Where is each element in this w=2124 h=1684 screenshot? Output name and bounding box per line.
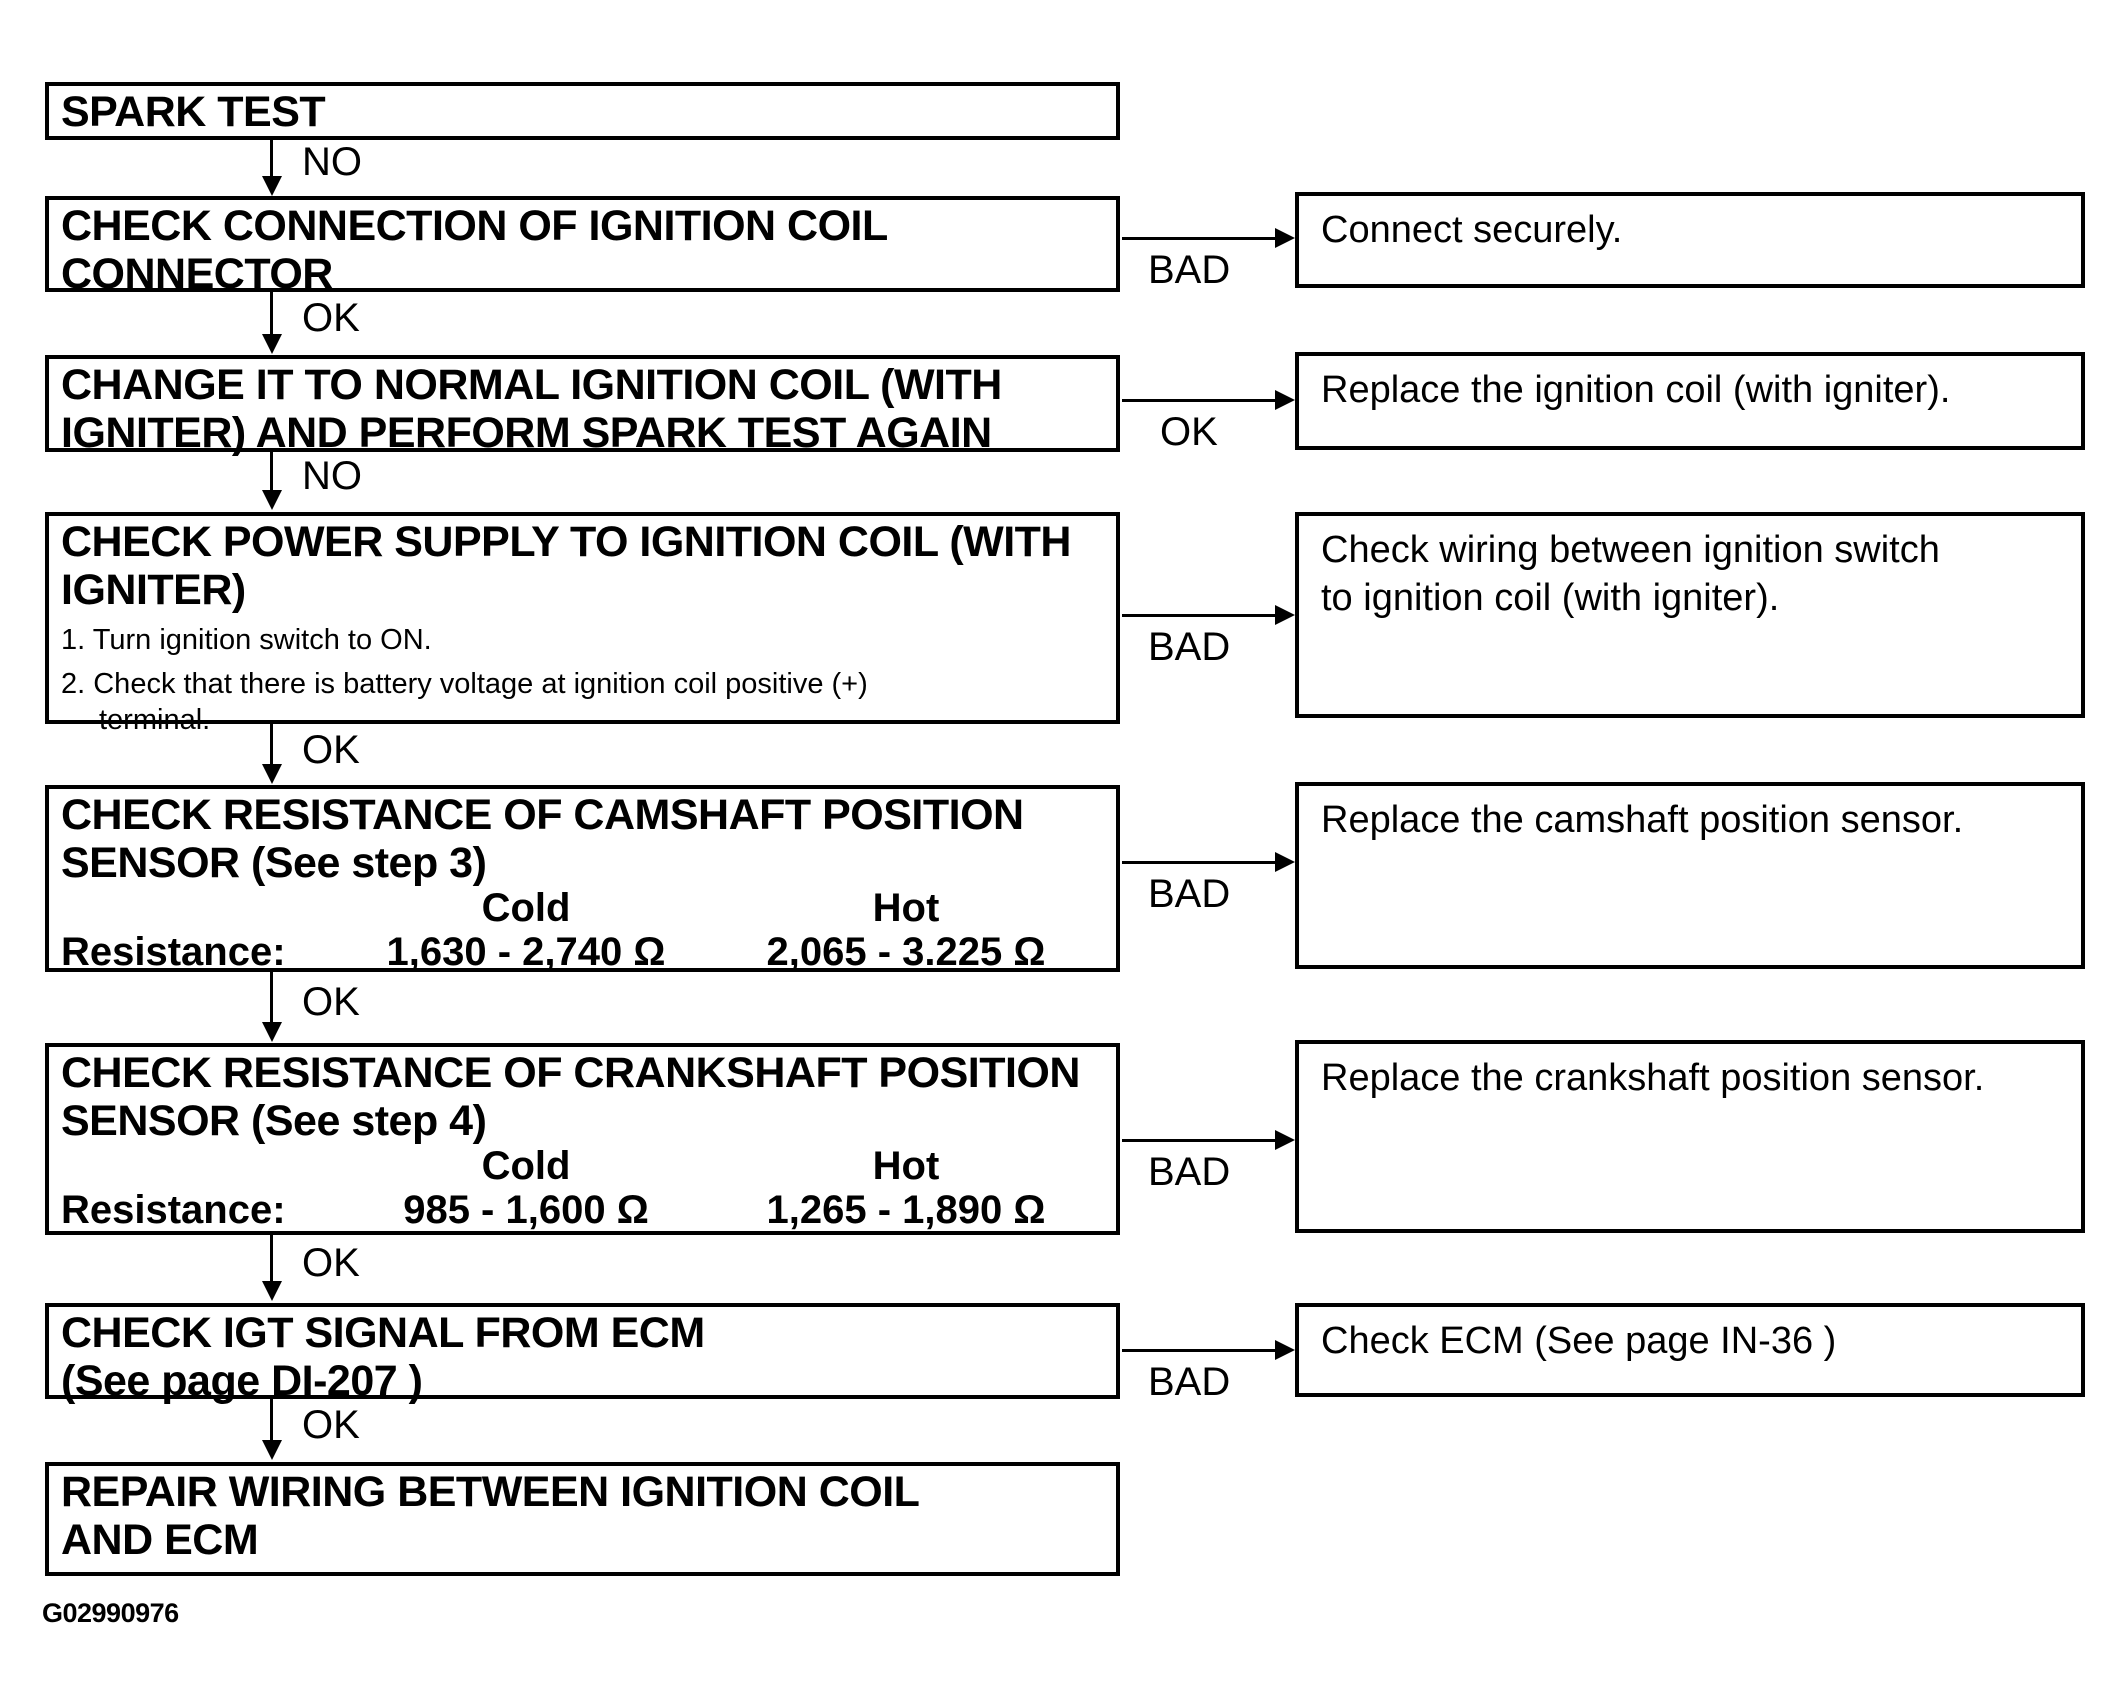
step-box-check-power-supply: CHECK POWER SUPPLY TO IGNITION COIL (WIT…	[45, 512, 1120, 736]
branch-arrow-line-3	[1122, 614, 1275, 617]
down-arrow-head-icon	[262, 176, 282, 196]
branch-arrow-head-icon	[1275, 852, 1295, 872]
spec-spacer	[61, 887, 336, 929]
step-box-repair-wiring: REPAIR WIRING BETWEEN IGNITION COIL AND …	[45, 1462, 1120, 1576]
result-text-line: Replace the camshaft position sensor.	[1321, 799, 1964, 841]
result-box-check-ecm: Check ECM (See page IN-36 )	[1295, 1303, 2085, 1397]
step-title-line: CHECK IGT SIGNAL FROM ECM	[61, 1309, 705, 1357]
spec-hot-value: 2,065 - 3.225 Ω	[766, 930, 1046, 974]
down-arrow-label-5: OK	[302, 980, 360, 1024]
step-title-line: SPARK TEST	[61, 88, 326, 136]
down-arrow-line-4	[270, 724, 273, 766]
branch-arrow-line-6	[1122, 1349, 1275, 1352]
resistance-spec-table: Cold Hot Resistance: 1,630 - 2,740 Ω 2,0…	[61, 887, 1116, 975]
step-title-line: CHECK RESISTANCE OF CRANKSHAFT POSITION	[61, 1049, 1080, 1097]
spec-cold-value: 985 - 1,600 Ω	[403, 1188, 649, 1232]
down-arrow-line-1	[270, 140, 273, 178]
step-title-line: CHECK POWER SUPPLY TO IGNITION COIL (WIT…	[61, 518, 1072, 566]
result-text-line: Check ECM (See page IN-36 )	[1321, 1320, 1837, 1362]
branch-arrow-label-5: BAD	[1148, 1150, 1231, 1194]
step-title-line: SENSOR (See step 3)	[61, 839, 487, 887]
step-box-spark-test: SPARK TEST	[45, 82, 1120, 140]
spec-header-cold: Cold	[481, 1144, 571, 1188]
step-title-line: CHANGE IT TO NORMAL IGNITION COIL (WITH	[61, 361, 1002, 409]
down-arrow-line-3	[270, 452, 273, 492]
step-instruction: terminal.	[99, 704, 211, 736]
step-box-camshaft-resistance: CHECK RESISTANCE OF CAMSHAFT POSITION SE…	[45, 785, 1120, 975]
result-box-replace-ignition-coil: Replace the ignition coil (with igniter)…	[1295, 352, 2085, 450]
branch-arrow-label-6: BAD	[1148, 1360, 1231, 1404]
branch-arrow-label-1: BAD	[1148, 248, 1231, 292]
branch-arrow-head-icon	[1275, 1340, 1295, 1360]
spec-header-hot: Hot	[872, 1144, 940, 1188]
result-text-line: Connect securely.	[1321, 209, 1623, 251]
branch-arrow-head-icon	[1275, 228, 1295, 248]
resistance-spec-table: Cold Hot Resistance: 985 - 1,600 Ω 1,265…	[61, 1145, 1116, 1233]
down-arrow-label-7: OK	[302, 1403, 360, 1447]
step-title-line: (See page DI-207 )	[61, 1357, 423, 1405]
spec-header-cold: Cold	[481, 886, 571, 930]
result-box-replace-camshaft-sensor: Replace the camshaft position sensor.	[1295, 782, 2085, 969]
down-arrow-head-icon	[262, 334, 282, 354]
figure-code: G02990976	[42, 1598, 179, 1628]
step-title-line: IGNITER)	[61, 566, 246, 614]
down-arrow-head-icon	[262, 1440, 282, 1460]
result-box-connect-securely: Connect securely.	[1295, 192, 2085, 288]
step-title-line: REPAIR WIRING BETWEEN IGNITION COIL	[61, 1468, 920, 1516]
step-title-line: AND ECM	[61, 1516, 259, 1564]
down-arrow-line-7	[270, 1399, 273, 1441]
branch-arrow-label-3: BAD	[1148, 625, 1231, 669]
down-arrow-label-4: OK	[302, 728, 360, 772]
down-arrow-label-2: OK	[302, 296, 360, 340]
step-title-line: CHECK RESISTANCE OF CAMSHAFT POSITION	[61, 791, 1024, 839]
branch-arrow-line-2	[1122, 399, 1275, 402]
step-title-line: CHECK CONNECTION OF IGNITION COIL	[61, 202, 888, 250]
step-box-igt-signal: CHECK IGT SIGNAL FROM ECM (See page DI-2…	[45, 1303, 1120, 1405]
down-arrow-label-3: NO	[302, 454, 362, 498]
result-text-line: Replace the ignition coil (with igniter)…	[1321, 369, 1951, 411]
step-title-line: SENSOR (See step 4)	[61, 1097, 487, 1145]
result-text-line: Check wiring between ignition switch	[1321, 529, 1940, 571]
result-text-line: Replace the crankshaft position sensor.	[1321, 1057, 1985, 1099]
result-box-check-wiring: Check wiring between ignition switch to …	[1295, 512, 2085, 718]
step-instruction: 1. Turn ignition switch to ON.	[61, 624, 432, 656]
branch-arrow-line-4	[1122, 861, 1275, 864]
result-text-line: to ignition coil (with igniter).	[1321, 577, 1780, 619]
spec-header-hot: Hot	[872, 886, 940, 930]
down-arrow-head-icon	[262, 764, 282, 784]
branch-arrow-head-icon	[1275, 605, 1295, 625]
branch-arrow-head-icon	[1275, 1130, 1295, 1150]
step-instruction: 2. Check that there is battery voltage a…	[61, 668, 868, 700]
down-arrow-line-6	[270, 1235, 273, 1283]
spec-row-label: Resistance:	[61, 1188, 286, 1232]
down-arrow-head-icon	[262, 1022, 282, 1042]
branch-arrow-line-1	[1122, 237, 1275, 240]
spec-hot-value: 1,265 - 1,890 Ω	[766, 1188, 1046, 1232]
step-box-check-connection: CHECK CONNECTION OF IGNITION COIL CONNEC…	[45, 196, 1120, 298]
down-arrow-label-6: OK	[302, 1241, 360, 1285]
spec-spacer	[61, 1145, 336, 1187]
step-title-line: CONNECTOR	[61, 250, 333, 298]
spec-cold-value: 1,630 - 2,740 Ω	[386, 930, 666, 974]
step-box-change-coil: CHANGE IT TO NORMAL IGNITION COIL (WITH …	[45, 355, 1120, 457]
down-arrow-head-icon	[262, 1281, 282, 1301]
step-title-line: IGNITER) AND PERFORM SPARK TEST AGAIN	[61, 409, 992, 457]
branch-arrow-line-5	[1122, 1139, 1275, 1142]
down-arrow-head-icon	[262, 490, 282, 510]
down-arrow-line-5	[270, 972, 273, 1024]
result-box-replace-crankshaft-sensor: Replace the crankshaft position sensor.	[1295, 1040, 2085, 1233]
step-box-crankshaft-resistance: CHECK RESISTANCE OF CRANKSHAFT POSITION …	[45, 1043, 1120, 1235]
spec-row-label: Resistance:	[61, 930, 286, 974]
down-arrow-line-2	[270, 292, 273, 336]
branch-arrow-label-2: OK	[1160, 410, 1218, 454]
down-arrow-label-1: NO	[302, 140, 362, 184]
branch-arrow-label-4: BAD	[1148, 872, 1231, 916]
branch-arrow-head-icon	[1275, 390, 1295, 410]
